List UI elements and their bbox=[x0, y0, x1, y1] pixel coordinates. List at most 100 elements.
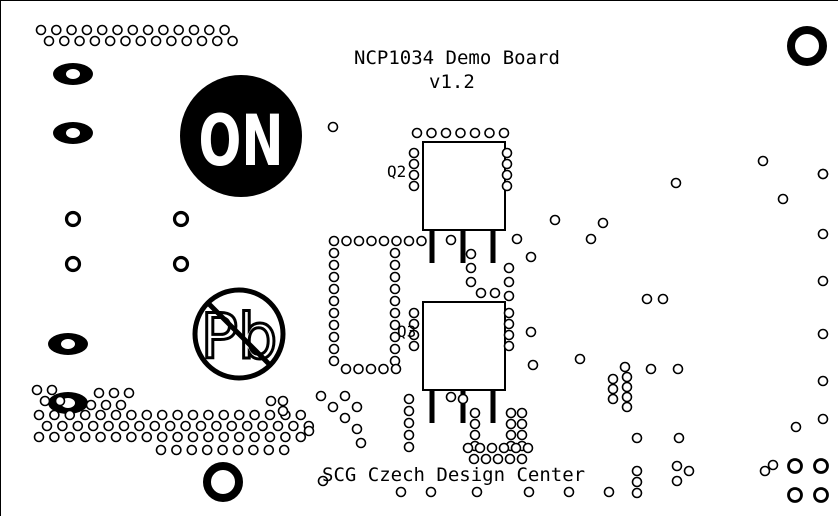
pcb-pad bbox=[671, 460, 683, 472]
pcb-pad bbox=[503, 290, 515, 302]
pcb-pad bbox=[64, 255, 82, 273]
pcb-pad bbox=[328, 283, 340, 295]
pcb-pad bbox=[288, 420, 299, 432]
pcb-pad bbox=[110, 431, 122, 443]
pcb-pad bbox=[104, 35, 116, 47]
pcb-pad bbox=[108, 387, 120, 399]
pcb-pad bbox=[389, 271, 401, 283]
pcb-pad bbox=[196, 35, 208, 47]
pcb-pad bbox=[227, 35, 238, 47]
pcb-pad bbox=[563, 486, 575, 498]
pcb-pad bbox=[66, 24, 77, 36]
pcb-pad bbox=[149, 420, 161, 432]
pcb-pad bbox=[355, 437, 367, 449]
pcb-pad bbox=[123, 387, 135, 399]
pcb-pad bbox=[465, 248, 477, 260]
pcb-pad bbox=[767, 459, 779, 471]
pcb-pad bbox=[498, 127, 510, 139]
pcb-pad bbox=[58, 35, 70, 47]
pcb-pad bbox=[817, 375, 829, 387]
pcb-pad bbox=[445, 234, 457, 246]
pcb-pad bbox=[501, 158, 513, 170]
pcb-pad bbox=[49, 409, 60, 421]
pcb-pad bbox=[503, 262, 515, 274]
board-title: NCP1034 Demo Board bbox=[354, 47, 560, 69]
pcb-pad bbox=[403, 441, 415, 453]
design-center-label: SCG Czech Design Center bbox=[322, 464, 586, 486]
pcb-pad bbox=[504, 453, 516, 465]
pcb-pad bbox=[817, 168, 829, 180]
pcb-pad bbox=[511, 233, 523, 245]
pcb-pad bbox=[641, 293, 653, 305]
lead-free-icon: Pb bbox=[192, 287, 286, 381]
pcb-pad bbox=[621, 381, 633, 393]
pcb-pad bbox=[787, 487, 803, 503]
pcb-pad bbox=[505, 407, 517, 419]
pcb-pad bbox=[164, 420, 176, 432]
pcb-pad bbox=[328, 259, 340, 271]
pcb-pad bbox=[172, 210, 190, 228]
pcb-pad bbox=[93, 387, 105, 399]
pcb-pad bbox=[621, 401, 633, 413]
pcb-pad bbox=[416, 235, 427, 247]
q2-designator: Q2 bbox=[387, 162, 407, 181]
pcb-pad bbox=[503, 318, 515, 330]
pcb-pad bbox=[817, 413, 829, 425]
pcb-pad bbox=[408, 318, 420, 330]
pcb-pad bbox=[150, 35, 162, 47]
pcb-pad bbox=[278, 444, 290, 456]
pcb-pad bbox=[265, 395, 277, 407]
pcb-pad bbox=[232, 444, 244, 456]
pcb-pad bbox=[503, 340, 515, 352]
pcb-pad bbox=[408, 158, 420, 170]
pcb-pad bbox=[501, 180, 513, 192]
pcb-pad bbox=[172, 431, 183, 443]
svg-text:ON: ON bbox=[198, 101, 283, 182]
pcb-pad bbox=[135, 35, 147, 47]
pcb-pad bbox=[501, 169, 513, 181]
pcb-pad bbox=[440, 127, 452, 139]
pcb-pad bbox=[217, 444, 228, 456]
pcb-pad bbox=[403, 405, 415, 417]
pcb-pad bbox=[378, 235, 390, 247]
pcb-pad bbox=[96, 24, 108, 36]
pcb-pad bbox=[657, 293, 669, 305]
pcb-pad bbox=[249, 431, 260, 443]
pcb-pad bbox=[462, 442, 474, 454]
pcb-pad bbox=[120, 35, 131, 47]
pcb-pad bbox=[671, 475, 683, 487]
pcb-pad bbox=[408, 340, 420, 352]
pcb-pad bbox=[264, 431, 276, 443]
pcb-pad bbox=[486, 442, 498, 454]
pcb-pad bbox=[204, 24, 215, 36]
pcb-pad bbox=[527, 359, 539, 371]
pcb-pad bbox=[813, 487, 829, 503]
pcb-pad bbox=[353, 363, 364, 375]
pcb-pad bbox=[201, 444, 213, 456]
pcb-pad bbox=[328, 247, 340, 259]
pcb-pad bbox=[186, 444, 198, 456]
pcb-pad bbox=[277, 395, 289, 407]
pcb-pad bbox=[172, 255, 190, 273]
pcb-pad bbox=[87, 420, 99, 432]
pcb-pad bbox=[328, 331, 340, 343]
pcb-pad bbox=[327, 121, 339, 133]
pcb-pad bbox=[39, 395, 51, 407]
pcb-pad bbox=[79, 409, 91, 421]
pcb-pad bbox=[89, 35, 101, 47]
pcb-pad bbox=[525, 326, 537, 338]
pcb-pad bbox=[408, 180, 420, 192]
pcb-pad bbox=[126, 409, 137, 421]
pcb-pad bbox=[54, 395, 66, 407]
pcb-pad bbox=[49, 431, 60, 443]
pcb-pad bbox=[480, 453, 492, 465]
pcb-pad bbox=[328, 355, 340, 367]
pcb-pad bbox=[619, 361, 631, 373]
pcb-pad bbox=[171, 444, 182, 456]
pcb-pad bbox=[103, 420, 114, 432]
pcb-pad bbox=[408, 169, 420, 181]
pcb-pad bbox=[303, 425, 315, 437]
pcb-pad bbox=[574, 353, 586, 365]
pcb-pad bbox=[390, 363, 402, 375]
pcb-pad bbox=[489, 287, 501, 299]
